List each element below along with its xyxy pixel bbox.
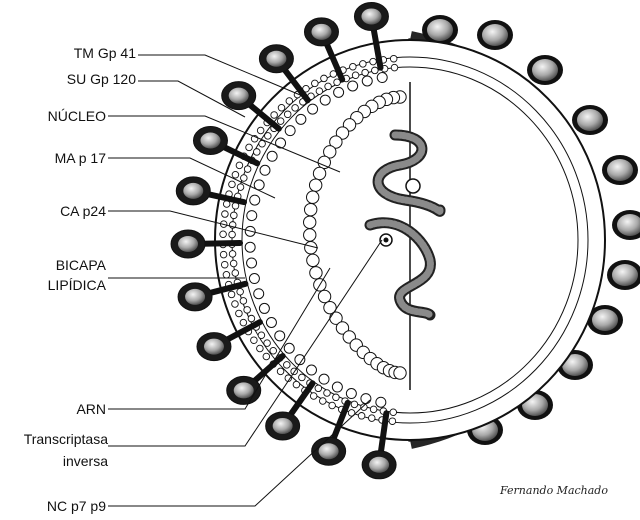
author-signature: Fernando Machado	[500, 484, 608, 497]
label-lipidica: LIPÍDICA	[30, 277, 106, 293]
label-transcriptasa: Transcriptasa	[8, 431, 108, 447]
label-ma-p17: MA p 17	[30, 150, 106, 166]
label-nc-p7-p9: NC p7 p9	[20, 498, 106, 514]
label-arn: ARN	[30, 401, 106, 417]
label-bicapa: BICAPA	[30, 257, 106, 273]
nucleocapsid-granule	[406, 179, 420, 193]
label-inversa: inversa	[8, 453, 108, 469]
label-tm-gp41: TM Gp 41	[30, 45, 136, 61]
label-su-gp120: SU Gp 120	[30, 71, 136, 87]
label-ca-p24: CA p24	[30, 203, 106, 219]
label-nucleo: NÚCLEO	[30, 108, 106, 124]
